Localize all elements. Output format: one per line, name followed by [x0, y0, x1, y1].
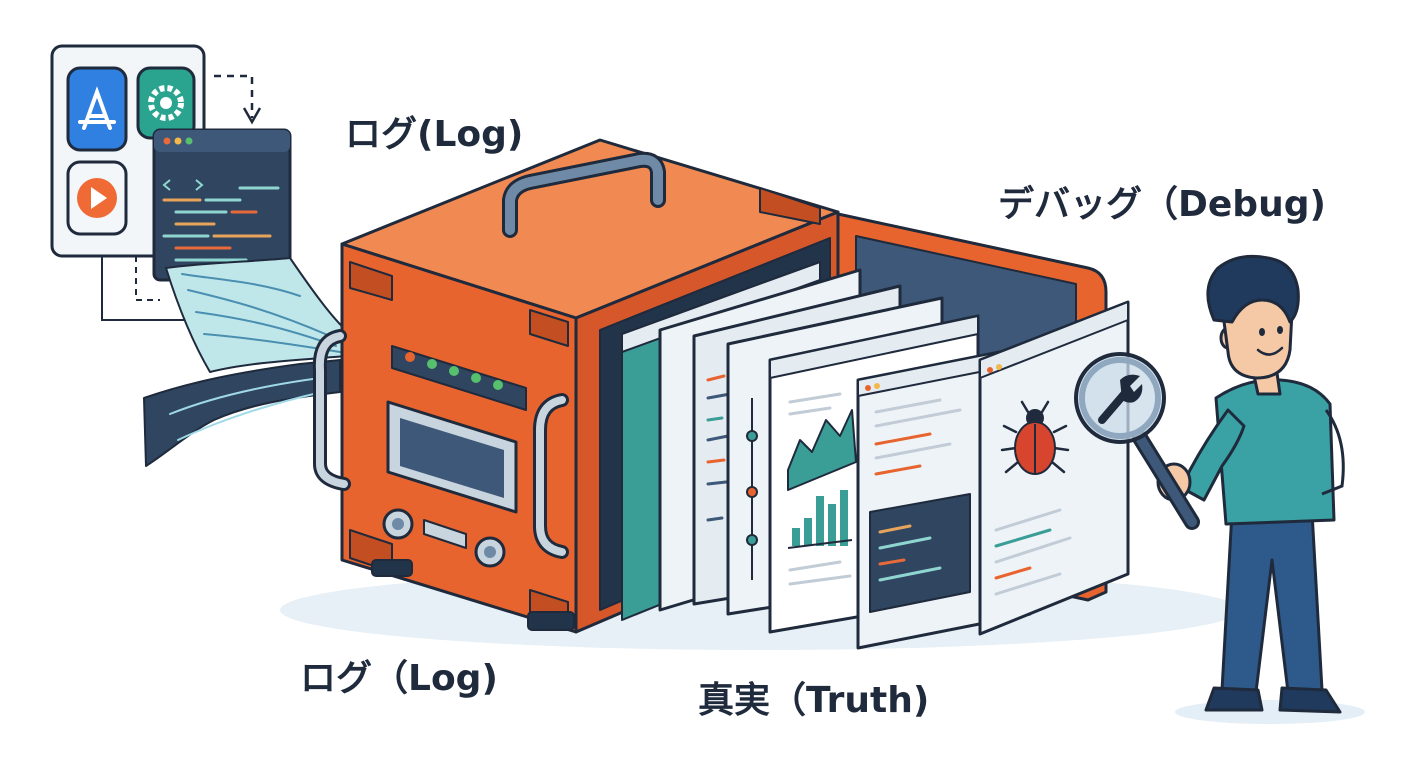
hair	[1206, 254, 1300, 324]
gear-icon	[136, 66, 196, 140]
dashed-arrow	[214, 74, 254, 118]
developer-person	[1156, 254, 1345, 714]
label-log-top: ログ(Log)	[345, 114, 523, 155]
app-store-icon	[66, 66, 128, 152]
document-pages	[621, 261, 1130, 650]
area-chart	[787, 409, 857, 491]
play-icon	[66, 160, 128, 236]
bug-icon	[1000, 400, 1070, 475]
code-window-icon	[869, 493, 971, 613]
label-log-bottom: ログ（Log)	[300, 658, 498, 699]
app-icons-panel	[50, 44, 206, 258]
label-truth: 真実（Truth)	[698, 680, 929, 721]
arrow-head-icon	[242, 107, 262, 125]
case-display	[386, 400, 518, 514]
wrench-icon	[1098, 374, 1143, 424]
code-window-icon	[152, 128, 292, 282]
label-debug: デバッグ（Debug)	[998, 183, 1326, 225]
led-strip	[391, 345, 527, 411]
connector-dashed-line	[135, 256, 160, 301]
switch	[423, 519, 467, 549]
bar-chart	[787, 490, 853, 549]
case-handle	[502, 151, 666, 238]
magnifier-icon	[1074, 352, 1200, 530]
